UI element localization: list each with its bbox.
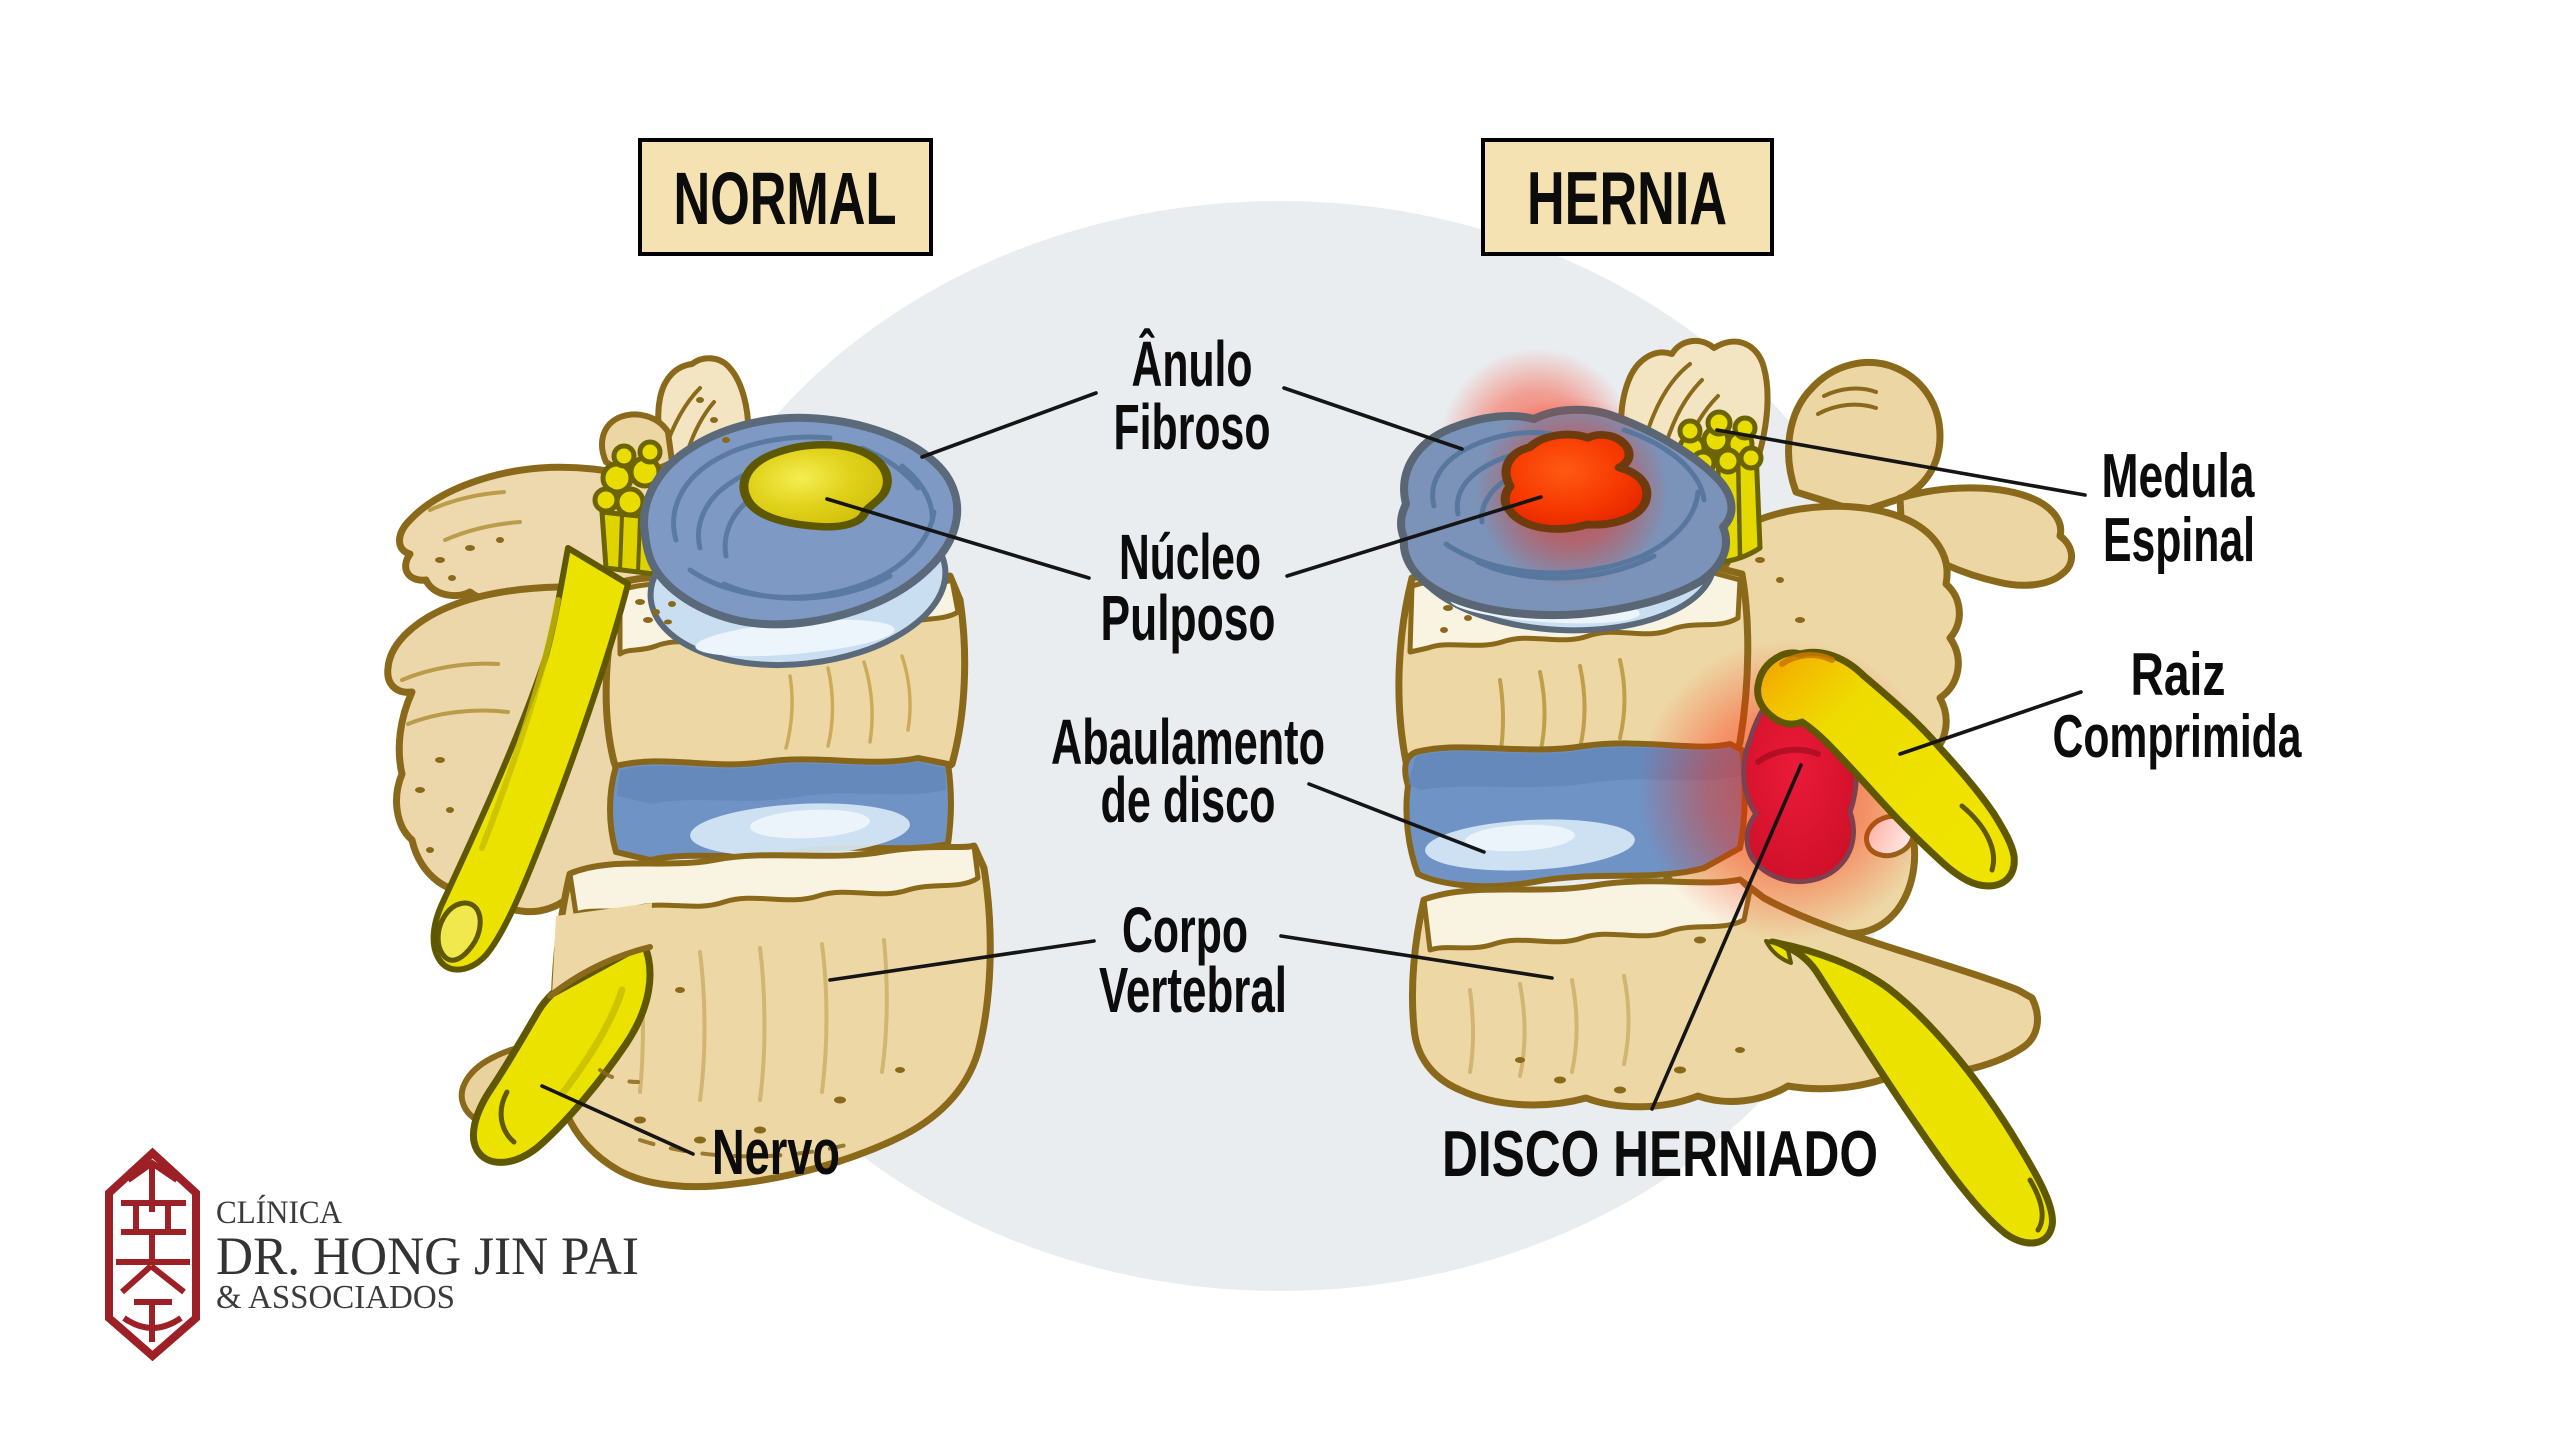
svg-text:Abaulamento: Abaulamento — [1051, 706, 1325, 778]
svg-text:Ânulo: Ânulo — [1132, 327, 1253, 400]
svg-text:DISCO HERNIADO: DISCO HERNIADO — [1442, 1117, 1878, 1190]
svg-text:Pulposo: Pulposo — [1101, 582, 1276, 654]
svg-text:Espinal: Espinal — [2103, 506, 2255, 575]
svg-text:Corpo: Corpo — [1122, 894, 1248, 966]
svg-text:DR. HONG JIN PAI: DR. HONG JIN PAI — [216, 1226, 639, 1286]
svg-text:Fibroso: Fibroso — [1114, 391, 1271, 463]
svg-text:Raiz: Raiz — [2131, 641, 2226, 708]
svg-text:Núcleo: Núcleo — [1119, 521, 1261, 593]
svg-text:& ASSOCIADOS: & ASSOCIADOS — [216, 1279, 455, 1316]
svg-text:de disco: de disco — [1101, 764, 1276, 836]
svg-text:Comprimida: Comprimida — [2053, 703, 2302, 770]
svg-text:Medula: Medula — [2102, 442, 2255, 511]
svg-text:CLÍNICA: CLÍNICA — [216, 1194, 342, 1231]
svg-text:NORMAL: NORMAL — [674, 157, 897, 240]
svg-text:HERNIA: HERNIA — [1527, 156, 1727, 240]
svg-text:Vertebral: Vertebral — [1099, 954, 1287, 1026]
svg-text:Nervo: Nervo — [712, 1116, 840, 1188]
